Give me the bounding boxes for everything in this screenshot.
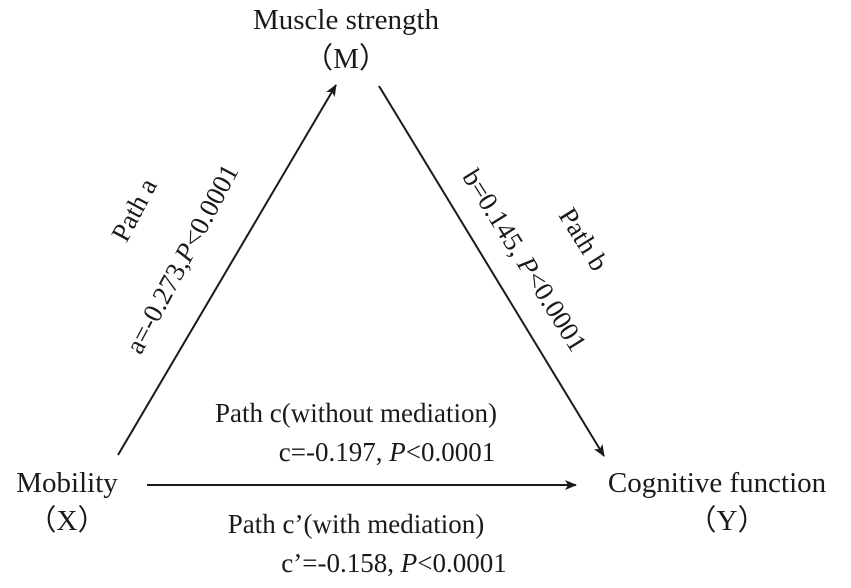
- path-c-prime-stats: c’=-0.158, P<0.0001: [281, 548, 506, 578]
- mediator-code: （M）: [304, 43, 388, 75]
- path-c-title: Path c(without mediation): [215, 398, 497, 428]
- path-b-stats: b=0.145, P<0.0001: [457, 164, 593, 357]
- path-c-stats: c=-0.197, P<0.0001: [279, 437, 495, 467]
- independent-code: （X）: [28, 505, 107, 537]
- independent-name: Mobility: [16, 467, 118, 499]
- mediator-name: Muscle strength: [253, 4, 440, 36]
- dependent-name: Cognitive function: [608, 467, 827, 499]
- node-independent: Mobility （X）: [16, 467, 118, 537]
- dependent-code: （Y）: [688, 505, 767, 537]
- node-mediator: Muscle strength （M）: [253, 4, 440, 75]
- path-a-title: Path a: [105, 173, 163, 246]
- path-a-arrow: [117, 84, 337, 456]
- path-b-arrow: [378, 85, 605, 457]
- path-b-title: Path b: [553, 202, 615, 276]
- path-c-prime-title: Path c’(with mediation): [228, 509, 484, 539]
- node-dependent: Cognitive function （Y）: [608, 467, 827, 537]
